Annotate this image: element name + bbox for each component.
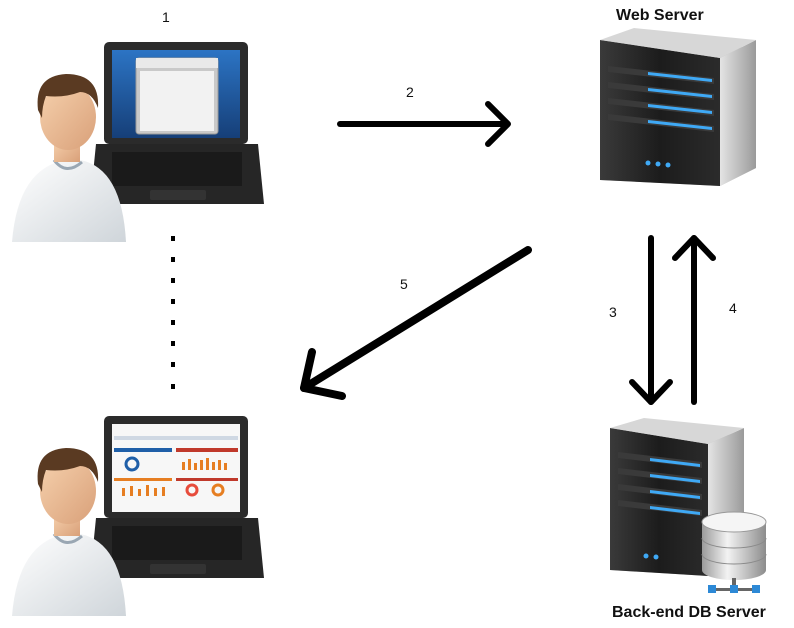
server-tower-icon — [600, 28, 756, 186]
arrow-result-to-web-server — [672, 235, 716, 405]
step-3-label: 3 — [609, 304, 617, 320]
more-users-ellipsis — [171, 236, 175, 389]
step-1-label: 1 — [162, 9, 170, 25]
database-server-icon — [610, 418, 767, 593]
web-server-title: Web Server — [616, 7, 704, 24]
step-2-label: 2 — [406, 84, 414, 100]
laptop-browser-icon — [90, 42, 264, 204]
arrow-response-to-user — [300, 246, 532, 400]
step-4-label: 4 — [729, 300, 737, 316]
step-5-label: 5 — [400, 276, 408, 292]
db-server-title: Back-end DB Server — [612, 604, 766, 621]
arrow-query-to-db — [629, 235, 673, 405]
user-icon — [12, 448, 126, 616]
user-icon — [12, 74, 126, 242]
database-cylinder-icon — [701, 511, 767, 593]
arrow-request-to-web-server — [337, 101, 511, 147]
laptop-dashboard-icon — [90, 416, 264, 578]
